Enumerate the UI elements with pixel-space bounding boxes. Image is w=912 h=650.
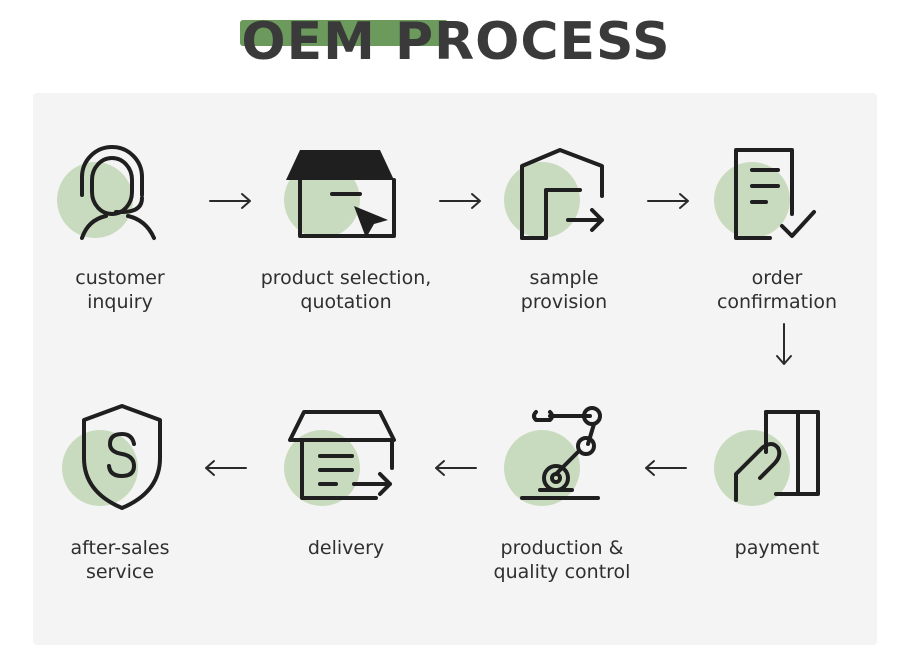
step-label-line: order [751,267,803,289]
step-label-line: product selection, [260,267,432,289]
arrow-down-icon [776,323,792,365]
arrow-left-icon [205,460,247,476]
step-label-line: quotation [300,291,392,313]
step-label-line: quality control [493,561,631,583]
step-label-line: payment [734,537,820,559]
step-label-line: production & [500,537,624,559]
step-label-line: inquiry [87,291,153,313]
arrow-right-icon [209,193,251,209]
step-label-line: sample [529,267,599,289]
step-label-line: customer [75,267,165,289]
title-accent-bar [240,20,448,46]
step-label-line: service [85,561,155,583]
step-label-line: after-sales [70,537,170,559]
arrow-left-icon [645,460,687,476]
arrow-right-icon [439,193,481,209]
step-label-line: provision [520,291,608,313]
step-label-line: delivery [307,537,385,559]
step-label-line: confirmation [716,291,838,313]
page-title: OEM PROCESS [241,12,671,72]
arrow-right-icon [647,193,689,209]
arrow-left-icon [435,460,477,476]
